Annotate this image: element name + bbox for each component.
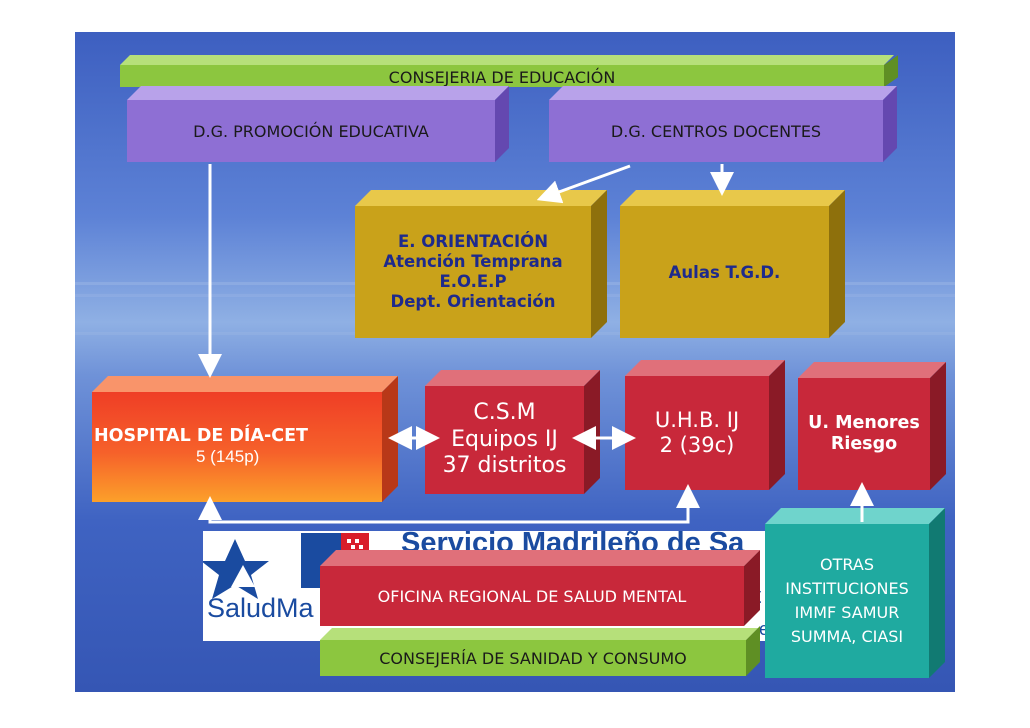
- madrid-stars-icon: [347, 539, 363, 549]
- consejeria-educacion-label: CONSEJERIA DE EDUCACIÓN: [388, 67, 616, 87]
- menores-box: U. Menores Riesgo: [798, 362, 946, 490]
- hospital-title: HOSPITAL DE DÍA-CET: [94, 426, 308, 447]
- oficina-regional-label: OFICINA REGIONAL DE SALUD MENTAL: [377, 586, 687, 606]
- orientacion-line2: Atención Temprana: [383, 252, 563, 272]
- csm-line3: 37 distritos: [442, 453, 567, 479]
- csm-line1: C.S.M: [473, 400, 536, 426]
- logo-tail-text-2: e: [759, 619, 770, 639]
- orientacion-line4: Dept. Orientación: [390, 291, 556, 311]
- orientacion-box: E. ORIENTACIÓN Atención Temprana E.O.E.P…: [355, 190, 607, 338]
- oficina-regional-box: OFICINA REGIONAL DE SALUD MENTAL: [320, 550, 760, 626]
- dg-centros-box: D.G. CENTROS DOCENTES: [549, 86, 897, 162]
- otras-line4: SUMMA, CIASI: [790, 627, 904, 646]
- otras-line2: INSTITUCIONES: [785, 579, 909, 598]
- orientacion-line3: E.O.E.P: [439, 272, 507, 291]
- hospital-sub: 5 (145p): [196, 447, 260, 467]
- csm-line2: Equipos IJ: [451, 426, 558, 452]
- consejeria-sanidad-box: CONSEJERÍA DE SANIDAD Y CONSUMO: [320, 626, 760, 676]
- otras-line1: OTRAS: [820, 555, 874, 574]
- dg-promocion-box: D.G. PROMOCIÓN EDUCATIVA: [127, 86, 509, 162]
- aulas-tgd-box: Aulas T.G.D.: [620, 190, 845, 338]
- uhb-line1: U.H.B. IJ: [654, 407, 740, 432]
- star-logo-icon: [203, 539, 269, 599]
- hospital-box: HOSPITAL DE DÍA-CET 5 (145p): [92, 376, 398, 502]
- csm-box: C.S.M Equipos IJ 37 distritos: [425, 370, 600, 494]
- menores-line1: U. Menores: [808, 413, 920, 433]
- consejeria-educacion-box: CONSEJERIA DE EDUCACIÓN: [120, 55, 898, 87]
- uhb-box: U.H.B. IJ 2 (39c): [625, 360, 785, 490]
- uhb-line2: 2 (39c): [659, 433, 735, 457]
- orientacion-line1: E. ORIENTACIÓN: [397, 232, 549, 252]
- otras-instituciones-box: OTRAS INSTITUCIONES IMMF SAMUR SUMMA, CI…: [765, 508, 945, 678]
- menores-line2: Riesgo: [830, 434, 898, 454]
- otras-line3: IMMF SAMUR: [794, 603, 900, 622]
- consejeria-sanidad-label: CONSEJERÍA DE SANIDAD Y CONSUMO: [379, 648, 687, 668]
- dg-promocion-label: D.G. PROMOCIÓN EDUCATIVA: [193, 121, 429, 141]
- dg-centros-label: D.G. CENTROS DOCENTES: [610, 121, 822, 141]
- aulas-tgd-label: Aulas T.G.D.: [668, 262, 781, 282]
- logo-salud-text: SaludMa: [207, 593, 314, 623]
